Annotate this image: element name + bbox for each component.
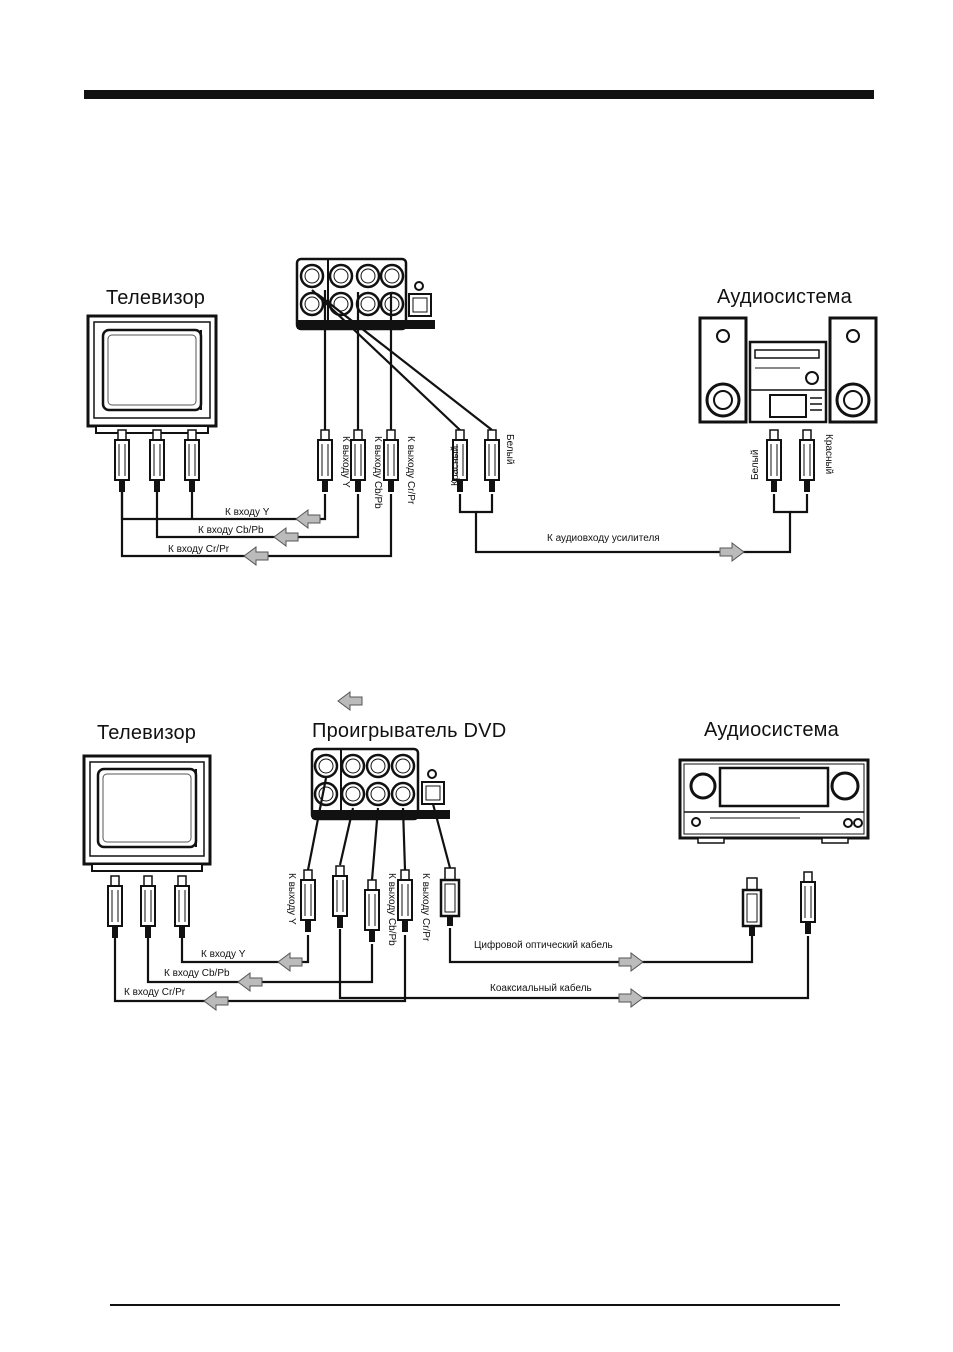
to-cr-out-label: К выходу Cr/Pr	[405, 436, 416, 505]
tv-2-label: Телевизор	[97, 722, 197, 744]
tv1-cb-plug	[149, 429, 165, 493]
to-y-out-label: К выходу Y	[340, 436, 351, 488]
tv1-y-plug	[114, 429, 130, 493]
cables-2	[113, 777, 810, 1003]
audio1-red-plug	[799, 429, 815, 493]
to-y-in-2-label: К входу Y	[201, 949, 246, 960]
to-cb-out-2-label: К выходу Cb/Pb	[386, 873, 397, 946]
dvd-panel-2	[310, 747, 450, 821]
to-cb-in-label: К входу Cb/Pb	[198, 525, 264, 536]
arrow-right-icon	[719, 542, 745, 562]
arrow-right-icon	[618, 952, 644, 972]
audio-system-1-icon	[698, 316, 878, 424]
tv2-y-plug	[107, 875, 123, 939]
dvd1-cr-plug	[383, 429, 399, 493]
arrow-left-icon	[295, 509, 321, 529]
footer-rule	[110, 1304, 840, 1306]
arrow-left-icon	[203, 991, 229, 1011]
optical-cable-label: Цифровой оптический кабель	[474, 940, 613, 951]
red-label: Красный	[450, 445, 461, 486]
dvd2-coax-plug	[332, 865, 348, 929]
dvd-label: Проигрыватель DVD	[312, 720, 507, 742]
tv-1-label: Телевизор	[106, 287, 206, 309]
arrow-right-icon	[618, 988, 644, 1008]
tv2-cb-plug	[140, 875, 156, 939]
arrow-left-icon	[277, 952, 303, 972]
arrow-left-icon	[273, 527, 299, 547]
to-y-in-label: К входу Y	[225, 507, 270, 518]
to-y-out-2-label: К выходу Y	[286, 873, 297, 925]
red-2-label: Красный	[823, 434, 834, 475]
dvd2-cr-plug	[397, 869, 413, 933]
arrow-left-icon	[243, 546, 269, 566]
arrow-left-icon	[237, 972, 263, 992]
tv-1-icon	[86, 314, 218, 434]
dvd1-cb-plug	[350, 429, 366, 493]
to-cb-out-label: К выходу Cb/Pb	[372, 436, 383, 509]
header-rule	[84, 90, 874, 99]
receiver-optical-plug	[741, 876, 763, 938]
dvd2-cb-plug	[364, 879, 380, 943]
to-cr-in-label: К входу Cr/Pr	[168, 544, 230, 555]
tv1-cr-plug	[184, 429, 200, 493]
audio-receiver-2-icon	[678, 758, 870, 844]
tv-2-icon	[82, 754, 212, 872]
dvd1-y-plug	[317, 429, 333, 493]
white-2-label: Белый	[750, 449, 761, 480]
audio-system-1-label: Аудиосистема	[717, 286, 852, 308]
to-cr-in-2-label: К входу Cr/Pr	[124, 987, 186, 998]
to-cr-out-2-label: К выходу Cr/Pr	[420, 873, 431, 942]
white-label: Белый	[504, 434, 515, 465]
dvd2-optical-plug	[439, 866, 461, 928]
to-cb-in-2-label: К входу Cb/Pb	[164, 968, 230, 979]
dvd2-y-plug	[300, 869, 316, 933]
coaxial-cable-label: Коаксиальный кабель	[490, 983, 592, 994]
to-amp-in-label: К аудиовходу усилителя	[547, 533, 660, 544]
tv2-cr-plug	[174, 875, 190, 939]
audio1-white-plug	[766, 429, 782, 493]
audio-system-2-label: Аудиосистема	[704, 719, 839, 741]
dvd1-white-plug	[484, 429, 500, 493]
receiver-coax-plug	[800, 871, 816, 935]
arrow-left-icon	[337, 691, 363, 711]
